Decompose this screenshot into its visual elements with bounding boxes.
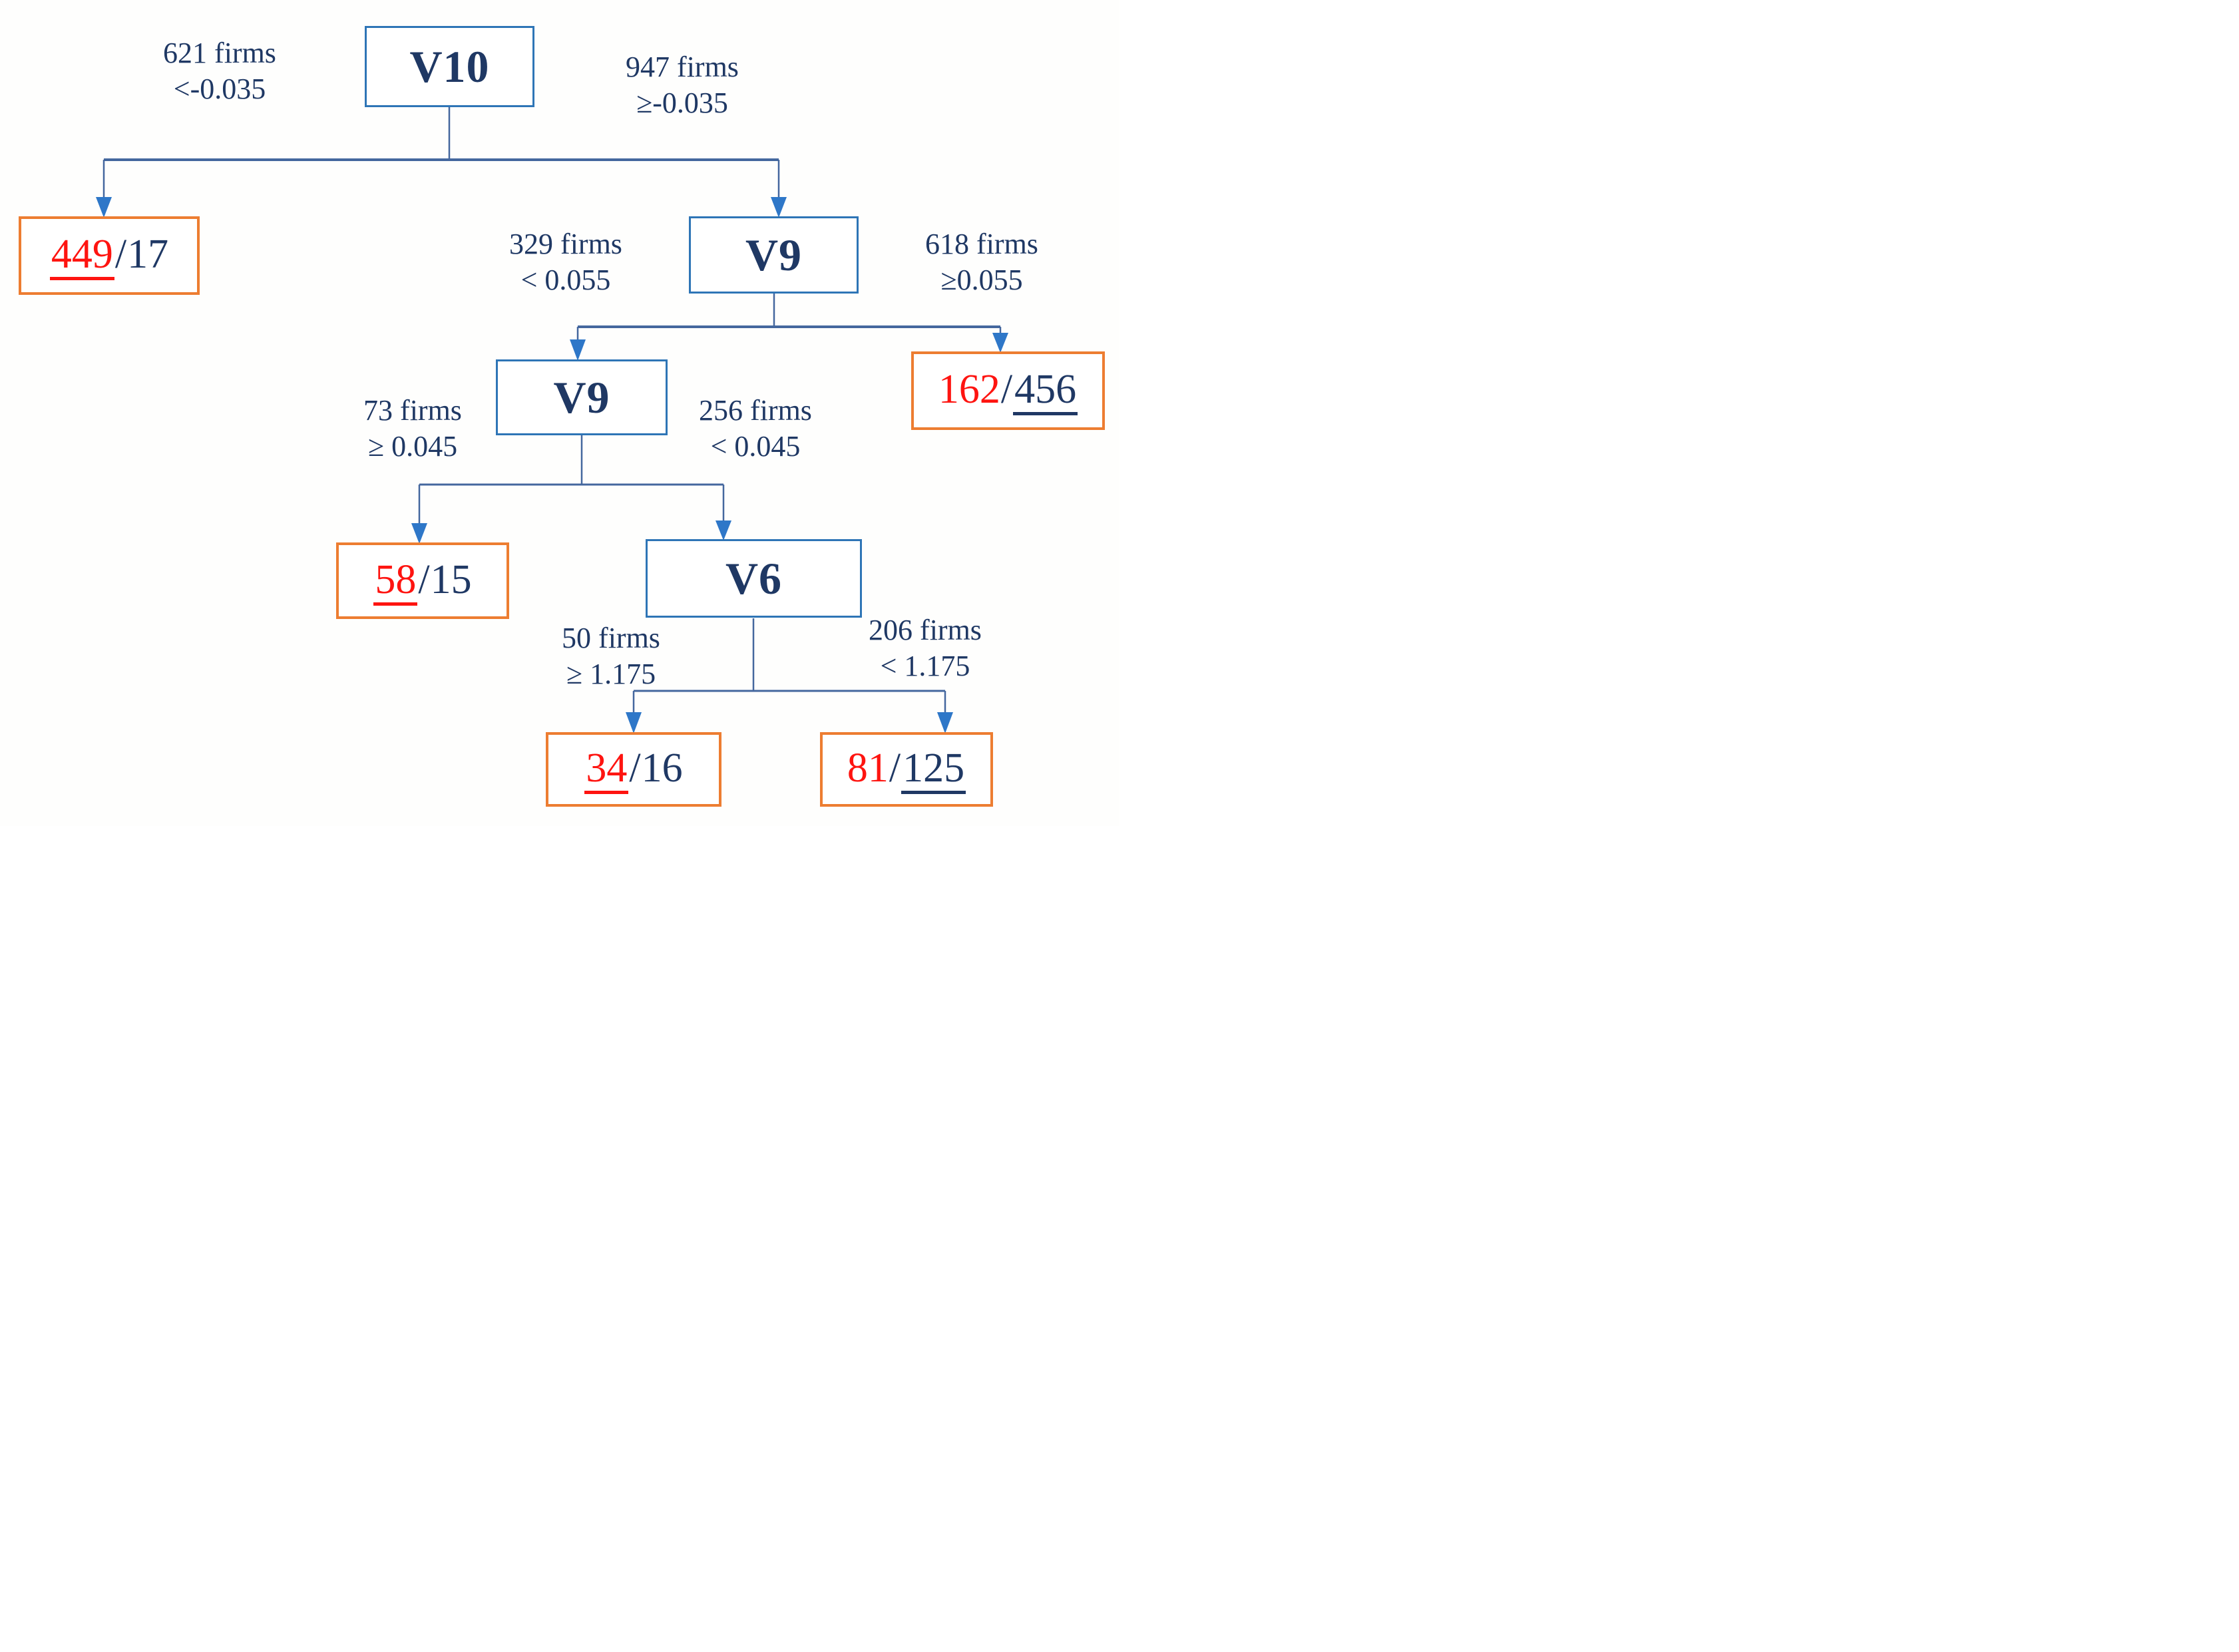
edge-label-v6-left-line1: 50 firms bbox=[562, 622, 660, 654]
leaf-449-17-slash: / bbox=[114, 232, 127, 277]
leaf-58-15: 58/15 bbox=[336, 542, 509, 619]
arrow-to-v9b bbox=[570, 339, 586, 361]
arrow-to-v9a bbox=[771, 197, 787, 218]
edge-label-v6-left-line2: ≥ 1.175 bbox=[566, 657, 656, 690]
edge-label-root-right-line2: ≥-0.035 bbox=[636, 86, 728, 119]
leaf-449-17: 449/17 bbox=[19, 216, 200, 295]
leaf-81-125: 81/125 bbox=[820, 732, 993, 807]
edge-label-v9b-left-line2: ≥ 0.045 bbox=[367, 429, 458, 463]
edge-v6-split bbox=[632, 618, 946, 714]
node-v6-label: V6 bbox=[725, 552, 783, 604]
edge-label-v9b-right-line2: < 0.045 bbox=[710, 429, 801, 463]
leaf-34-16-value: 34/16 bbox=[584, 745, 683, 794]
leaf-449-17-value: 449/17 bbox=[49, 231, 169, 280]
edge-label-v9a-left-line1: 329 firms bbox=[509, 228, 622, 260]
edge-label-root-right: 947 firms ≥-0.035 bbox=[582, 49, 782, 120]
leaf-81-125-value: 81/125 bbox=[847, 745, 966, 794]
leaf-162-456-count-red: 162 bbox=[938, 367, 1000, 412]
edge-label-v9a-right-line1: 618 firms bbox=[925, 228, 1038, 260]
leaf-162-456-slash: / bbox=[1000, 367, 1013, 412]
leaf-34-16-slash: / bbox=[629, 745, 641, 791]
leaf-162-456-count-dark: 456 bbox=[1013, 369, 1078, 415]
edge-root-split bbox=[102, 107, 780, 200]
node-v9-upper: V9 bbox=[689, 216, 859, 294]
node-v6: V6 bbox=[646, 539, 862, 618]
leaf-162-456-value: 162/456 bbox=[938, 366, 1078, 415]
decision-tree-diagram: V10 V9 V9 V6 449/17 162/456 58/15 34/16 … bbox=[0, 0, 1120, 826]
arrow-to-leaf-162 bbox=[992, 333, 1008, 353]
leaf-58-15-slash: / bbox=[418, 556, 430, 602]
arrow-to-leaf-449 bbox=[96, 197, 112, 218]
edge-label-v9b-left: 73 firms ≥ 0.045 bbox=[313, 393, 512, 464]
edge-label-root-left-line2: <-0.035 bbox=[173, 72, 266, 105]
leaf-58-15-count-red: 58 bbox=[373, 559, 418, 606]
node-root-v10: V10 bbox=[365, 26, 534, 107]
edge-label-root-left-line1: 621 firms bbox=[163, 37, 276, 69]
edge-label-v9b-left-line1: 73 firms bbox=[363, 394, 462, 427]
edge-v9a-split bbox=[576, 294, 1002, 341]
edge-label-v9a-right-line2: ≥0.055 bbox=[940, 263, 1023, 296]
edge-label-v9b-right-line1: 256 firms bbox=[699, 394, 812, 427]
leaf-34-16: 34/16 bbox=[546, 732, 721, 807]
leaf-81-125-slash: / bbox=[889, 745, 901, 791]
arrow-to-leaf-58 bbox=[411, 523, 427, 544]
edge-label-v6-right-line2: < 1.175 bbox=[880, 649, 970, 682]
leaf-34-16-count-dark: 16 bbox=[641, 745, 683, 791]
edge-label-v9a-left-line2: < 0.055 bbox=[520, 263, 611, 296]
node-v9-lower: V9 bbox=[496, 359, 668, 435]
edge-label-v9a-left: 329 firms < 0.055 bbox=[466, 226, 666, 298]
leaf-58-15-value: 58/15 bbox=[373, 556, 472, 606]
arrow-to-leaf-34 bbox=[626, 712, 642, 733]
edge-label-v6-left: 50 firms ≥ 1.175 bbox=[511, 620, 711, 692]
node-v9-lower-label: V9 bbox=[553, 371, 610, 423]
edge-label-root-right-line1: 947 firms bbox=[626, 51, 739, 83]
leaf-81-125-count-red: 81 bbox=[847, 745, 889, 791]
leaf-81-125-count-dark: 125 bbox=[901, 747, 966, 794]
leaf-34-16-count-red: 34 bbox=[584, 747, 629, 794]
edge-label-v6-right: 206 firms < 1.175 bbox=[825, 612, 1025, 684]
node-root-v10-label: V10 bbox=[409, 41, 490, 92]
edge-label-v9a-right: 618 firms ≥0.055 bbox=[885, 226, 1078, 298]
leaf-58-15-count-dark: 15 bbox=[430, 556, 472, 602]
leaf-449-17-count-red: 449 bbox=[49, 234, 114, 280]
connector-layer bbox=[96, 107, 1008, 733]
arrow-to-v6 bbox=[715, 520, 731, 540]
arrow-to-leaf-81 bbox=[937, 712, 953, 733]
leaf-162-456: 162/456 bbox=[911, 351, 1105, 430]
edge-label-v6-right-line1: 206 firms bbox=[869, 614, 982, 646]
edge-v9b-split bbox=[418, 435, 725, 524]
edge-label-root-left: 621 firms <-0.035 bbox=[120, 35, 319, 106]
node-v9-upper-label: V9 bbox=[745, 229, 803, 280]
edge-label-v9b-right: 256 firms < 0.045 bbox=[656, 393, 855, 464]
leaf-449-17-count-dark: 17 bbox=[127, 232, 169, 277]
